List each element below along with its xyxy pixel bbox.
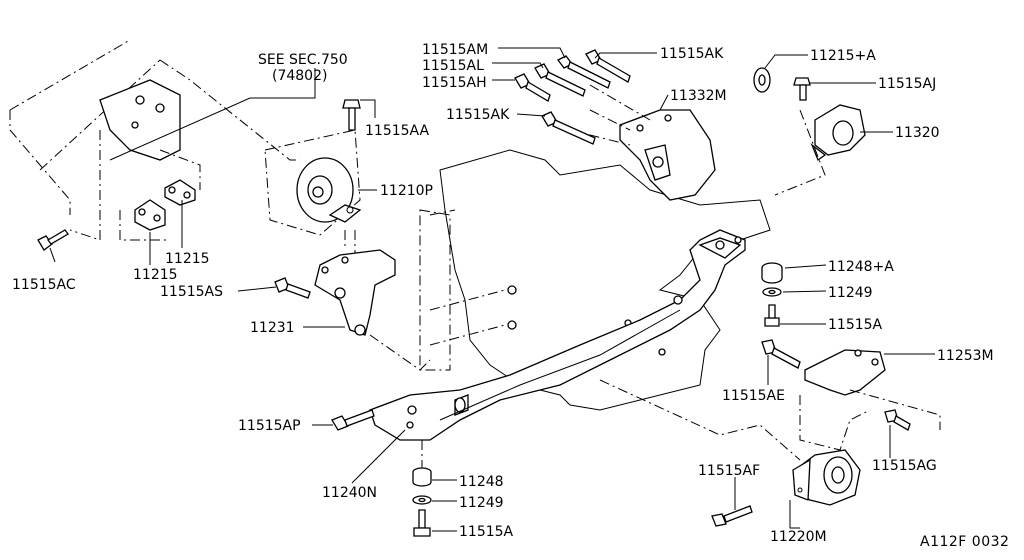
label-11248: 11248: [459, 474, 504, 490]
label-11215-right: 11215: [165, 251, 210, 267]
mount-bracket-11332M: [569, 84, 716, 201]
mount-bracket-11253M: [799, 349, 941, 451]
label-see-sec: SEE SEC.750: [258, 52, 348, 68]
label-11515AS: 11515AS: [160, 284, 223, 300]
bolt-11515AP: [331, 409, 375, 431]
label-11515AH: 11515AH: [422, 75, 487, 91]
engine-block: [419, 149, 771, 411]
label-11240N: 11240N: [322, 485, 377, 501]
spacer-plate-11215-right: [164, 179, 196, 206]
label-11515AK-mid: 11515AK: [446, 107, 510, 123]
label-11515AK-top: 11515AK: [660, 46, 724, 62]
label-11231: 11231: [250, 320, 295, 336]
label-11515AC: 11515AC: [12, 277, 76, 293]
leader-lines: [49, 47, 935, 532]
bolt-11515AA: [342, 99, 361, 131]
label-11249-bottom: 11249: [459, 495, 504, 511]
washer-11215A: [753, 67, 771, 93]
label-11220M: 11220M: [770, 529, 827, 545]
label-11515AG: 11515AG: [872, 458, 937, 474]
label-11332M: 11332M: [670, 88, 727, 104]
label-11215A: 11215+A: [810, 48, 876, 64]
bolt-11515AM: [557, 55, 611, 89]
bolt-11515AE: [761, 339, 801, 369]
rubber-pad-11248: [412, 440, 432, 487]
label-11210P: 11210P: [380, 183, 433, 199]
bolt-11515AF: [711, 505, 753, 527]
bolt-11515AK-mid: [541, 111, 596, 145]
label-11515AE: 11515AE: [722, 388, 785, 404]
label-11515AA: 11515AA: [365, 123, 430, 139]
spacer-plate-11215-left: [119, 199, 170, 241]
label-11253M: 11253M: [937, 348, 994, 364]
label-11248A: 11248+A: [828, 259, 894, 275]
bracket-11231: [314, 249, 431, 371]
label-11515AJ: 11515AJ: [878, 76, 936, 92]
body-panel: [9, 39, 300, 215]
engine-mount-11220M: [792, 449, 861, 506]
bolt-11515A-right: [764, 304, 780, 327]
diagram-code: A112F 0032: [920, 534, 1009, 550]
bolt-11515AC: [37, 229, 69, 251]
label-11249-right: 11249: [828, 285, 873, 301]
bolt-11515AG: [884, 409, 911, 431]
rubber-pad-11248A: [761, 262, 783, 284]
crossmember-11240N: [369, 229, 801, 461]
body-bracket: [69, 79, 201, 241]
engine-mount-11210P: [264, 129, 362, 260]
bolt-11515AS: [274, 277, 311, 299]
engine-mount-11320: [774, 104, 866, 196]
label-11320: 11320: [895, 125, 940, 141]
bolt-11515AK-top: [585, 49, 631, 83]
bolt-11515A-bottom: [413, 509, 431, 537]
label-11215-left: 11215: [133, 267, 178, 283]
washer-11249-right: [762, 287, 782, 297]
washer-11249-bottom: [412, 495, 432, 505]
bolt-11515AH: [514, 73, 551, 102]
label-11515AF: 11515AF: [698, 463, 760, 479]
bolt-11515AL: [534, 63, 586, 97]
bolt-11515AJ: [793, 77, 811, 101]
label-see-sec-ref: (74802): [272, 68, 327, 84]
label-11515AP: 11515AP: [238, 418, 301, 434]
part-labels: SEE SEC.750 (74802) 11515AM 11515AL 1151…: [12, 42, 994, 545]
label-11515AL: 11515AL: [422, 58, 484, 74]
label-11515A-right: 11515A: [828, 317, 883, 333]
label-11515A-bottom: 11515A: [459, 524, 514, 540]
label-11515AM: 11515AM: [422, 42, 488, 58]
